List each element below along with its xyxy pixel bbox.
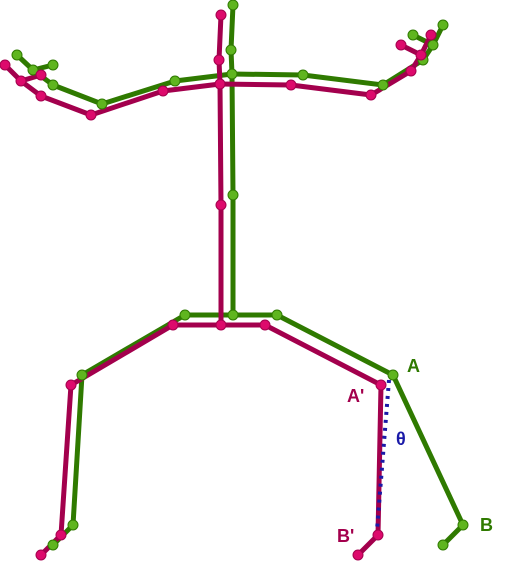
label-angle-theta: θ bbox=[396, 429, 406, 449]
green-joint bbox=[437, 19, 449, 31]
magenta-joint bbox=[214, 78, 226, 90]
green-joint bbox=[457, 519, 469, 531]
magenta-joint bbox=[213, 54, 225, 66]
green-joint bbox=[11, 49, 23, 61]
magenta-joint bbox=[55, 529, 67, 541]
green-joint bbox=[377, 79, 389, 91]
magenta-head-neck bbox=[216, 12, 224, 87]
green-joint bbox=[76, 369, 88, 381]
magenta-joint bbox=[405, 65, 417, 77]
magenta-joint bbox=[215, 319, 227, 331]
green-joint bbox=[227, 0, 239, 11]
label-point-b: B bbox=[480, 515, 493, 535]
magenta-joint bbox=[157, 85, 169, 97]
green-right-leg bbox=[274, 312, 466, 548]
magenta-joint bbox=[375, 379, 387, 391]
angle-reference-line bbox=[375, 379, 391, 531]
green-left-leg bbox=[50, 312, 188, 548]
magenta-joint bbox=[167, 319, 179, 331]
label-point-b-prime: B' bbox=[337, 526, 354, 546]
green-joint bbox=[227, 189, 239, 201]
magenta-joint bbox=[0, 59, 11, 71]
green-joint bbox=[387, 369, 399, 381]
magenta-joint bbox=[35, 90, 47, 102]
magenta-joint bbox=[352, 549, 364, 561]
magenta-joint bbox=[285, 79, 297, 91]
magenta-joint bbox=[425, 29, 437, 41]
magenta-joint bbox=[395, 39, 407, 51]
magenta-joint bbox=[65, 379, 77, 391]
green-joint bbox=[169, 75, 181, 87]
green-joint bbox=[47, 539, 59, 551]
magenta-joint bbox=[215, 199, 227, 211]
green-joint bbox=[226, 68, 238, 80]
magenta-joint bbox=[215, 9, 227, 21]
green-joint bbox=[437, 539, 449, 551]
magenta-joint bbox=[15, 75, 27, 87]
label-point-a: A bbox=[407, 356, 420, 376]
magenta-joint bbox=[372, 529, 384, 541]
green-joint bbox=[179, 309, 191, 321]
magenta-right-leg bbox=[262, 322, 384, 558]
magenta-joint bbox=[259, 319, 271, 331]
magenta-joint bbox=[35, 549, 47, 561]
green-joint bbox=[427, 39, 439, 51]
magenta-joint bbox=[85, 109, 97, 121]
green-joint bbox=[225, 44, 237, 56]
green-joint bbox=[27, 64, 39, 76]
magenta-joint bbox=[415, 49, 427, 61]
green-joint bbox=[96, 98, 108, 110]
green-head-neck bbox=[228, 2, 236, 77]
green-joint bbox=[227, 309, 239, 321]
green-joint bbox=[47, 59, 59, 71]
magenta-joints bbox=[0, 9, 437, 561]
green-joints bbox=[11, 0, 469, 551]
label-point-a-prime: A' bbox=[347, 386, 364, 406]
magenta-joint bbox=[365, 89, 377, 101]
green-joint bbox=[297, 69, 309, 81]
green-joint bbox=[67, 519, 79, 531]
green-joint bbox=[407, 29, 419, 41]
green-joint bbox=[271, 309, 283, 321]
magenta-joint bbox=[35, 69, 47, 81]
green-joint bbox=[47, 79, 59, 91]
